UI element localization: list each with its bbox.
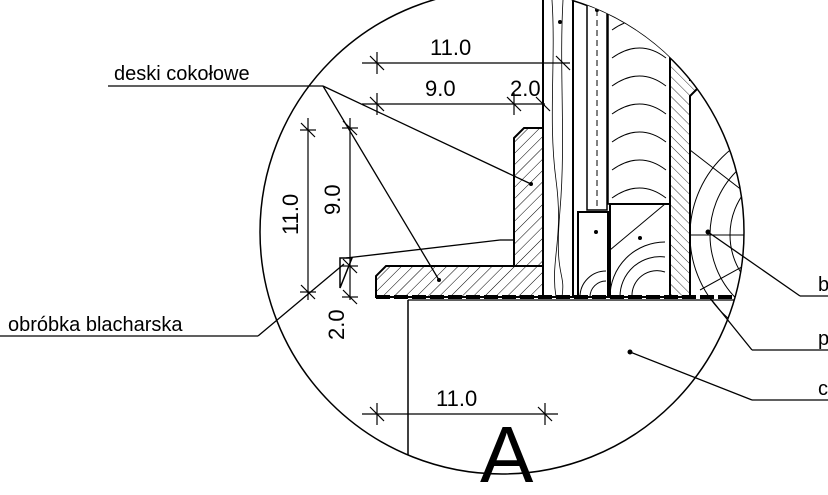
- label-right-p: p: [818, 328, 828, 350]
- dim-top-gap: 2.0: [510, 76, 541, 101]
- dim-vert-board: 9.0: [320, 184, 345, 215]
- skirting-horizontal: [375, 265, 544, 298]
- dim-top-total: 11.0: [430, 35, 471, 60]
- dim-vert-total: 11.0: [278, 194, 303, 235]
- small-block: [577, 211, 609, 298]
- label-right-b: b: [818, 274, 828, 296]
- dim-vert-gap: 2.0: [324, 309, 349, 340]
- section-letter: A: [480, 410, 534, 495]
- construction-section: [375, 0, 744, 474]
- detail-circle: [259, 0, 745, 475]
- label-deski-cokolowe: deski cokołowe: [114, 63, 250, 85]
- leader-lines: [0, 85, 828, 401]
- skirting-vertical: [513, 127, 544, 267]
- dim-bottom: 11.0: [436, 386, 477, 411]
- dim-top-board: 9.0: [425, 76, 456, 101]
- label-obrobka-blacharska: obróbka blacharska: [8, 314, 183, 336]
- sill-beam: [609, 203, 671, 298]
- label-right-c: c: [818, 378, 828, 400]
- outer-cladding: [669, 0, 709, 298]
- wall-post: [542, 0, 574, 298]
- insulation: [607, 0, 671, 205]
- foundation-log: [689, 124, 744, 346]
- dimension-lines: [300, 52, 571, 425]
